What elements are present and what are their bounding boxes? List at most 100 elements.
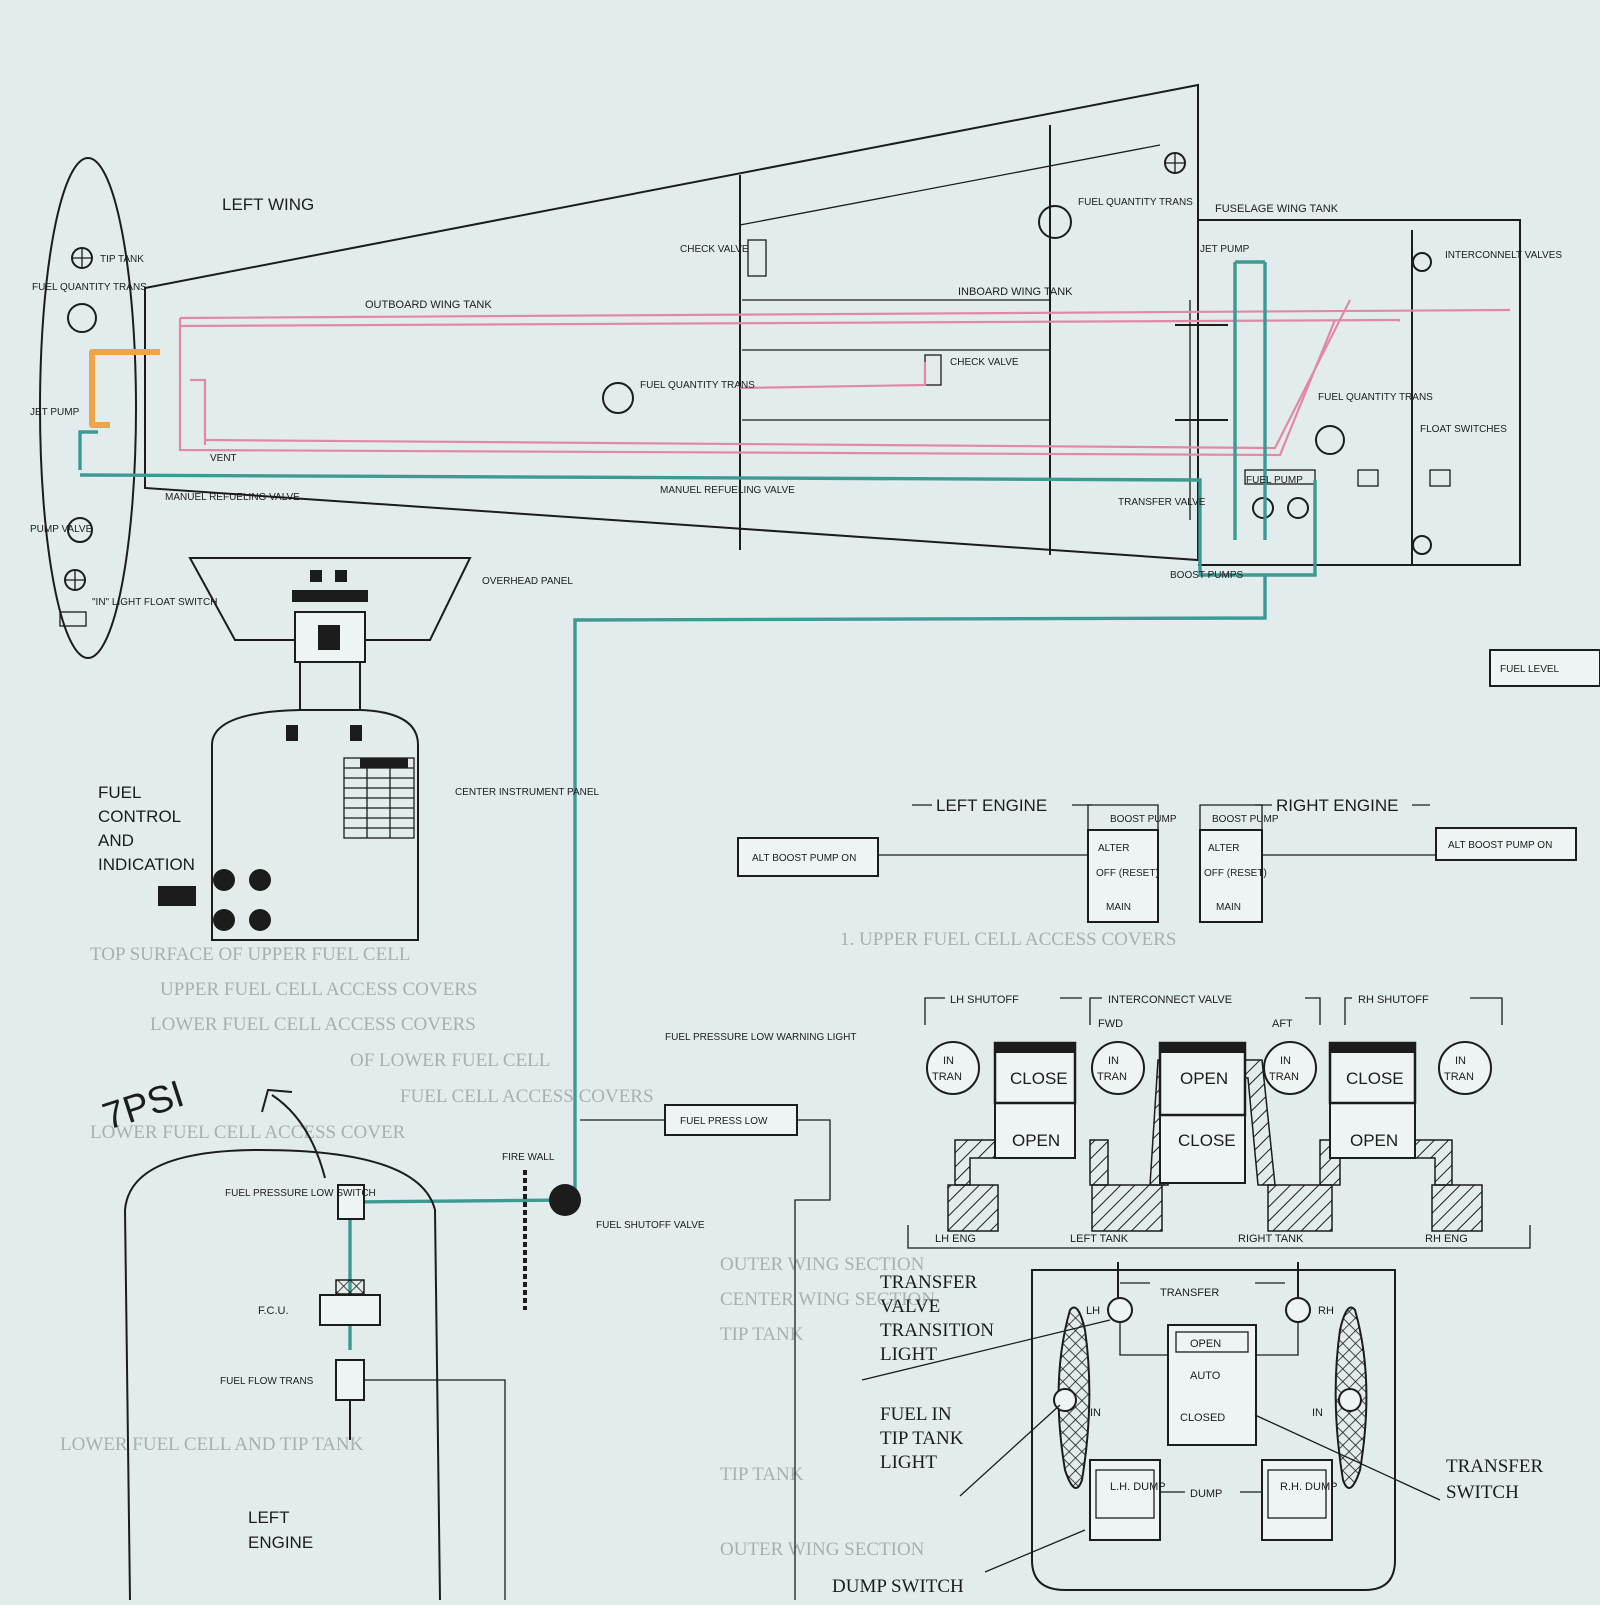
vent-line bbox=[190, 378, 207, 445]
main-label: MAIN bbox=[1216, 902, 1241, 913]
fuel-pressure-low-warning-light-label: FUEL PRESSURE LOW WARNING LIGHT bbox=[665, 1032, 857, 1043]
fuel-quantity-trans-label: FUEL QUANTITY TRANS bbox=[640, 380, 755, 391]
float-switch-icon bbox=[1429, 469, 1451, 487]
signal-line bbox=[794, 1119, 831, 1600]
pump-valve-label: PUMP VALVE bbox=[30, 524, 93, 535]
alt-boost-pump-on-text: ALT BOOST PUMP ON bbox=[752, 853, 856, 864]
callout-text: LIGHT bbox=[880, 1452, 937, 1473]
fuel-flow-trans-label: FUEL FLOW TRANS bbox=[220, 1376, 314, 1387]
transfer-label: TRANSFER bbox=[1160, 1287, 1219, 1299]
rh-dump-switch[interactable]: R.H. DUMP bbox=[1261, 1459, 1337, 1541]
callout-leader bbox=[959, 1404, 1061, 1497]
callout-leader bbox=[861, 1319, 1111, 1381]
open-label: OPEN bbox=[1012, 1131, 1060, 1150]
fuel-control-line: FUEL bbox=[98, 783, 141, 802]
open-label: OPEN bbox=[1190, 1338, 1221, 1350]
rh-shutoff-switch[interactable]: CLOSE OPEN bbox=[1328, 1041, 1417, 1159]
interconnect-switch[interactable]: OPEN CLOSE bbox=[1158, 1041, 1247, 1184]
tran-text: TRAN bbox=[1269, 1071, 1299, 1083]
fuel-shutoff-valve-icon bbox=[549, 1184, 581, 1216]
callout-text: SWITCH bbox=[1446, 1482, 1519, 1503]
check-valve-icon bbox=[747, 239, 767, 277]
tip-tank-fuel-line bbox=[89, 349, 160, 428]
ghost-line: LOWER FUEL CELL ACCESS COVERS bbox=[150, 1014, 476, 1035]
fcu-icon bbox=[319, 1294, 381, 1326]
callout-text: TIP TANK bbox=[880, 1428, 964, 1449]
fuel-quantity-trans-icon bbox=[602, 382, 634, 414]
rh-shutoff-label: RH SHUTOFF bbox=[1358, 994, 1429, 1006]
transfer-callouts: TRANSFER VALVE TRANSITION LIGHT FUEL IN … bbox=[832, 1272, 1543, 1597]
fuel-quantity-trans-icon bbox=[1038, 205, 1072, 239]
callout-text: DUMP SWITCH bbox=[832, 1576, 964, 1597]
lh-dump-switch[interactable]: L.H. DUMP bbox=[1089, 1459, 1166, 1541]
left-tank-label: LEFT TANK bbox=[1070, 1233, 1129, 1245]
callout-leader bbox=[984, 1529, 1086, 1573]
ghost-line: TIP TANK bbox=[720, 1464, 804, 1485]
callout-leader bbox=[1254, 1414, 1441, 1501]
callout-text: TRANSITION bbox=[880, 1320, 994, 1341]
check-valve-label: CHECK VALVE bbox=[680, 244, 749, 255]
left-boost-pump-switch[interactable] bbox=[1087, 829, 1159, 923]
lh-eng-label: LH ENG bbox=[935, 1233, 976, 1245]
close-label: CLOSE bbox=[1010, 1069, 1068, 1088]
wing-schematic bbox=[39, 83, 1521, 1600]
engine-boost-panel: LEFT ENGINE RIGHT ENGINE ALT BOOST PUMP … bbox=[737, 796, 1577, 923]
fuel-level-label: FUEL LEVEL bbox=[1500, 664, 1560, 675]
rh-transfer-valve-light bbox=[1285, 1297, 1311, 1323]
check-valve-icon bbox=[924, 354, 942, 386]
fuel-quantity-trans-icon bbox=[1315, 425, 1345, 455]
lh-shutoff-switch[interactable]: CLOSE OPEN bbox=[993, 1041, 1077, 1159]
ghost-line: CENTER WING SECTION bbox=[720, 1289, 935, 1310]
alter-label: ALTER bbox=[1208, 843, 1240, 854]
auto-label: AUTO bbox=[1190, 1370, 1221, 1382]
closed-label: CLOSED bbox=[1180, 1412, 1225, 1424]
fuel-quantity-trans-label: FUEL QUANTITY TRANS bbox=[1078, 197, 1193, 208]
lh-shutoff-in-tran-light: IN TRAN bbox=[926, 1041, 980, 1095]
ghost-line: LOWER FUEL CELL ACCESS COVER bbox=[90, 1122, 406, 1143]
close-label: CLOSE bbox=[1178, 1131, 1236, 1150]
tip-tank-outline bbox=[39, 157, 137, 659]
left-tank-port bbox=[1091, 1184, 1163, 1232]
vent-line bbox=[179, 318, 1401, 328]
boost-pump-icon bbox=[1287, 497, 1309, 519]
outboard-wing-tank-label: OUTBOARD WING TANK bbox=[365, 299, 492, 311]
rh-shutoff-in-tran-light: IN TRAN bbox=[1438, 1041, 1492, 1095]
fuel-pressure-low-switch-icon bbox=[337, 1184, 365, 1220]
arrow-head-icon bbox=[261, 1088, 293, 1113]
rh-eng-label: RH ENG bbox=[1425, 1233, 1468, 1245]
right-engine-header: RIGHT ENGINE bbox=[1276, 796, 1398, 815]
feed-line bbox=[348, 575, 1267, 1350]
open-label: OPEN bbox=[1350, 1131, 1398, 1150]
callout-text: LIGHT bbox=[880, 1344, 937, 1365]
right-tank-label: RIGHT TANK bbox=[1238, 1233, 1304, 1245]
fwd-label: FWD bbox=[1098, 1018, 1123, 1030]
center-instrument-panel-label: CENTER INSTRUMENT PANEL bbox=[455, 787, 600, 798]
dump-label: DUMP bbox=[1190, 1488, 1222, 1500]
close-label: CLOSE bbox=[1346, 1069, 1404, 1088]
callout-text: TRANSFER bbox=[880, 1272, 977, 1293]
gauge-icon bbox=[213, 869, 235, 891]
ghost-line: UPPER FUEL CELL ACCESS COVERS bbox=[160, 979, 477, 1000]
left-engine-label: LEFT bbox=[248, 1508, 290, 1527]
vent-line bbox=[204, 299, 1351, 450]
inboard-wing-tank-label: INBOARD WING TANK bbox=[958, 286, 1073, 298]
fuel-quantity-trans-label: FUEL QUANTITY TRANS bbox=[32, 282, 147, 293]
lh-dump-label: L.H. DUMP bbox=[1110, 1481, 1166, 1493]
rh-fuel-in-light bbox=[1338, 1388, 1362, 1412]
rh-label: RH bbox=[1318, 1305, 1334, 1317]
signal-line bbox=[364, 1379, 506, 1600]
valve-panel: LH SHUTOFF INTERCONNECT VALVE RH SHUTOFF… bbox=[907, 994, 1531, 1249]
ghost-line: TOP SURFACE OF UPPER FUEL CELL bbox=[90, 944, 410, 965]
fuel-level-indicator bbox=[1489, 649, 1600, 687]
right-tank-port bbox=[1267, 1184, 1333, 1232]
float-switch-icon bbox=[1357, 469, 1379, 487]
in-label: IN bbox=[1312, 1407, 1323, 1419]
vent-line bbox=[739, 362, 927, 390]
right-boost-pump-switch[interactable] bbox=[1199, 829, 1263, 923]
left-engine-header: LEFT ENGINE bbox=[936, 796, 1047, 815]
fuel-pressure-low-switch-label: FUEL PRESSURE LOW SWITCH bbox=[225, 1188, 376, 1199]
tran-text: TRAN bbox=[1444, 1071, 1474, 1083]
transfer-switch[interactable]: OPEN AUTO CLOSED bbox=[1167, 1324, 1257, 1446]
engine-area: FUEL PRESSURE LOW WARNING LIGHT FUEL PRE… bbox=[98, 1032, 857, 1601]
